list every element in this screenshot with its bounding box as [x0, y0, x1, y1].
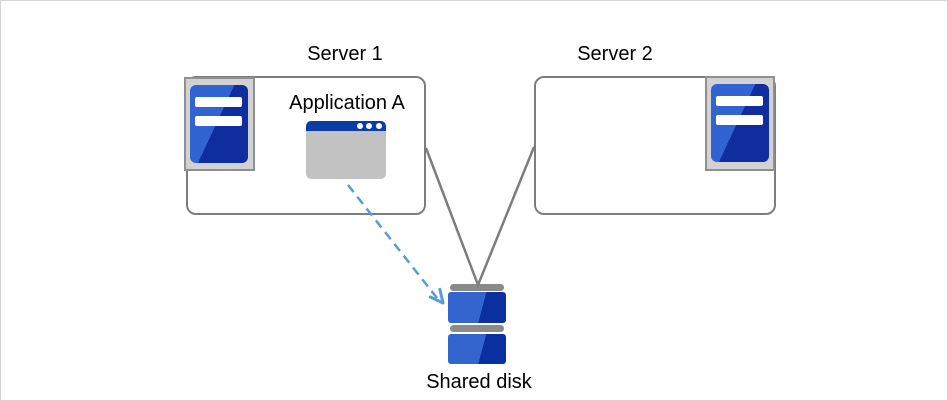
- disk-bar: [450, 325, 504, 332]
- tower-slot: [195, 116, 242, 126]
- disk-platter: [448, 334, 506, 364]
- tower-body: [190, 85, 248, 163]
- server2-box: [534, 76, 776, 215]
- shared-disk-label: Shared disk: [426, 371, 532, 393]
- window-titlebar: [306, 121, 386, 131]
- disk-platter: [448, 292, 506, 323]
- server-tower-icon: [705, 76, 775, 171]
- server2-label: Server 2: [577, 43, 653, 65]
- server1-label: Server 1: [307, 43, 383, 65]
- app-window-icon: [306, 121, 386, 179]
- server-tower-icon: [184, 77, 255, 171]
- application-label: Application A: [289, 92, 405, 114]
- connector-servers-to-disk: [424, 146, 536, 289]
- tower-slot: [716, 96, 763, 106]
- tower-slot: [716, 115, 763, 125]
- window-dot-icon: [356, 123, 363, 129]
- arrowhead-icon: [428, 287, 445, 305]
- window-dot-icon: [375, 123, 382, 129]
- tower-slot: [195, 97, 242, 107]
- window-dot-icon: [366, 123, 372, 129]
- disk-bar: [450, 284, 504, 291]
- tower-body: [711, 84, 769, 162]
